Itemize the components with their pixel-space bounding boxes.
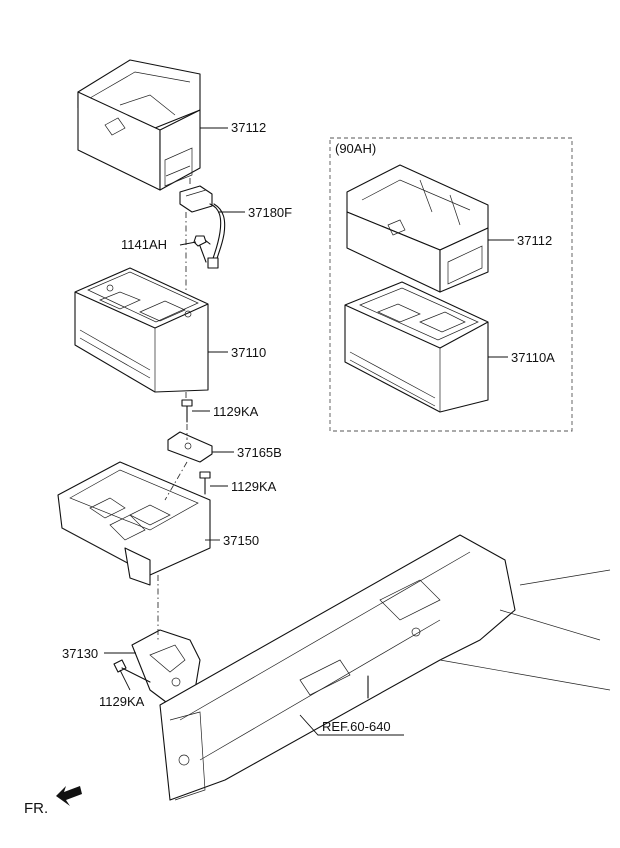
option-box-title: (90AH) — [335, 141, 376, 156]
bolt-1129KA-bracket — [113, 659, 151, 683]
label-1129KA-bracket: 1129KA — [99, 694, 145, 709]
reference-label: REF.60-640 — [322, 719, 391, 734]
front-direction-indicator: FR. — [24, 786, 82, 817]
label-1141AH: 1141AH — [121, 237, 167, 252]
battery-clamp-37165B — [167, 431, 213, 463]
label-37110: 37110 — [231, 345, 266, 360]
assembly-centerline — [157, 178, 191, 640]
battery-37110A-90ah — [344, 281, 489, 413]
label-37110A: 37110A — [511, 350, 555, 365]
front-arrow-icon — [56, 786, 82, 806]
battery-cover-37112-main — [77, 59, 201, 191]
side-member-ref-60-640 — [159, 534, 611, 801]
direction-label: FR. — [24, 800, 48, 817]
battery-37110-main — [74, 267, 209, 393]
label-1129KA-clamp: 1129KA — [213, 404, 259, 419]
label-37112-main: 37112 — [231, 120, 266, 135]
battery-sensor-cable-37180F — [179, 185, 226, 269]
battery-bracket-37130 — [131, 629, 201, 706]
battery-tray-37150 — [57, 461, 211, 586]
option-box-90ah — [329, 137, 573, 432]
label-1129KA-tray: 1129KA — [231, 479, 277, 494]
bolt-1141AH — [193, 235, 207, 263]
label-37150: 37150 — [223, 533, 259, 548]
label-37165B: 37165B — [237, 445, 282, 460]
battery-cover-37112-90ah — [346, 164, 489, 293]
bolt-1129KA-tray — [199, 471, 211, 495]
bolt-1129KA-clamp — [181, 399, 193, 423]
label-37112-90ah: 37112 — [517, 233, 552, 248]
label-37130: 37130 — [62, 646, 98, 661]
leader-lines — [104, 127, 514, 736]
label-37180F: 37180F — [248, 205, 292, 220]
